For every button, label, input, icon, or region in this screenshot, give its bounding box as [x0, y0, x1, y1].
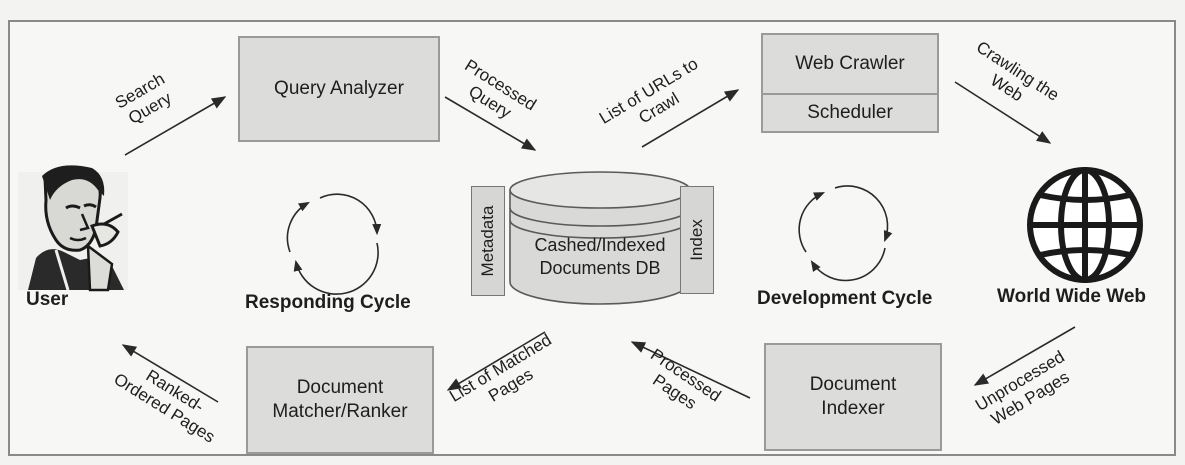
database-cylinder-icon	[509, 171, 691, 305]
scheduler-box: Scheduler	[761, 93, 939, 133]
www-label: World Wide Web	[997, 286, 1147, 307]
database-label-2: Documents DB	[539, 257, 661, 278]
web-crawler-label: Web Crawler	[795, 53, 905, 75]
arrow-crawling-the-web	[954, 81, 1052, 144]
responding-cycle-icon	[286, 193, 382, 295]
index-tab: Index	[680, 186, 714, 294]
query-analyzer-label: Query Analyzer	[274, 78, 404, 100]
user-label: User	[26, 289, 69, 310]
web-crawler-box: Web Crawler	[761, 33, 939, 95]
responding-cycle-label: Responding Cycle	[245, 292, 411, 313]
metadata-tab-label: Metadata	[478, 205, 497, 277]
index-tab-label: Index	[687, 219, 706, 261]
arrow-search-query	[124, 96, 227, 156]
scheduler-label: Scheduler	[807, 102, 893, 124]
query-analyzer-box: Query Analyzer	[238, 36, 440, 142]
database-label-1: Cashed/Indexed	[534, 235, 666, 255]
user-portrait-icon	[18, 165, 128, 292]
arrow-ranked-ordered-pages	[121, 344, 219, 403]
document-indexer-label-2: Indexer	[821, 398, 885, 419]
development-cycle-icon	[798, 185, 893, 282]
metadata-tab: Metadata	[471, 186, 505, 296]
arrow-processed-pages	[630, 341, 751, 399]
arrow-processed-query	[444, 96, 537, 151]
document-indexer-label-1: Document	[809, 374, 897, 396]
globe-icon	[1027, 167, 1143, 283]
arrow-list-of-urls	[641, 89, 740, 148]
database-label: Cashed/Indexed Documents DB	[510, 234, 690, 279]
development-cycle-label: Development Cycle	[757, 288, 933, 309]
document-matcher-label-2: Matcher/Ranker	[272, 401, 408, 422]
arrow-unprocessed-web-pages	[973, 326, 1076, 386]
document-matcher-label-1: Document	[296, 377, 384, 399]
arrow-list-of-matched-pages	[446, 331, 546, 391]
document-matcher-box: Document Matcher/Ranker	[246, 346, 434, 454]
document-indexer-box: Document Indexer	[764, 343, 942, 451]
